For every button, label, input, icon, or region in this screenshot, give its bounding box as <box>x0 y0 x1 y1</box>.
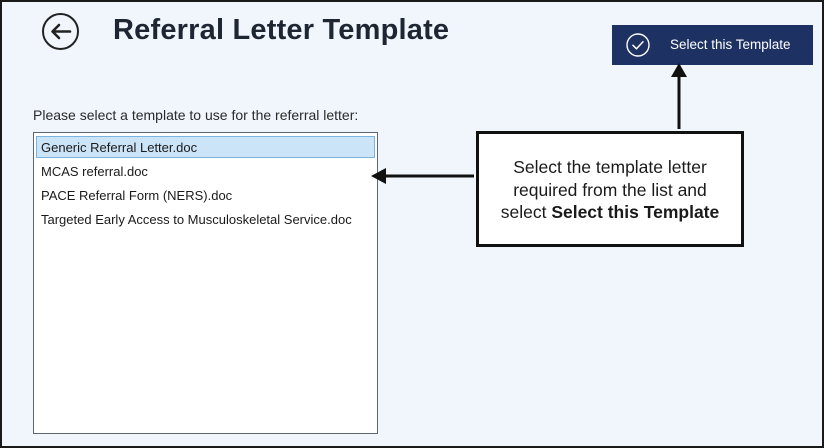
template-prompt-label: Please select a template to use for the … <box>33 107 359 123</box>
arrow-up-head-icon <box>671 63 687 77</box>
callout-line-3-bold: Select this Template <box>551 202 720 222</box>
select-template-button[interactable]: Select this Template <box>612 25 813 65</box>
back-button[interactable] <box>42 13 79 50</box>
template-list[interactable]: Generic Referral Letter.doc MCAS referra… <box>33 132 378 434</box>
arrow-left-head-icon <box>371 168 386 184</box>
check-circle-icon <box>626 33 650 57</box>
instruction-callout: Select the template letter required from… <box>476 131 744 247</box>
page-title: Referral Letter Template <box>113 14 450 46</box>
list-item-mcas-referral[interactable]: MCAS referral.doc <box>41 164 148 179</box>
select-template-label: Select this Template <box>670 37 791 52</box>
list-item-targeted-early-access[interactable]: Targeted Early Access to Musculoskeletal… <box>41 212 352 227</box>
list-item-pace-referral-form[interactable]: PACE Referral Form (NERS).doc <box>41 188 233 203</box>
callout-line-3-prefix: select <box>500 202 552 222</box>
list-item-generic-referral-letter[interactable]: Generic Referral Letter.doc <box>36 136 375 158</box>
callout-line-1: Select the template letter <box>513 157 707 177</box>
callout-line-2: required from the list and <box>513 179 707 200</box>
arrow-left-icon <box>51 23 72 40</box>
